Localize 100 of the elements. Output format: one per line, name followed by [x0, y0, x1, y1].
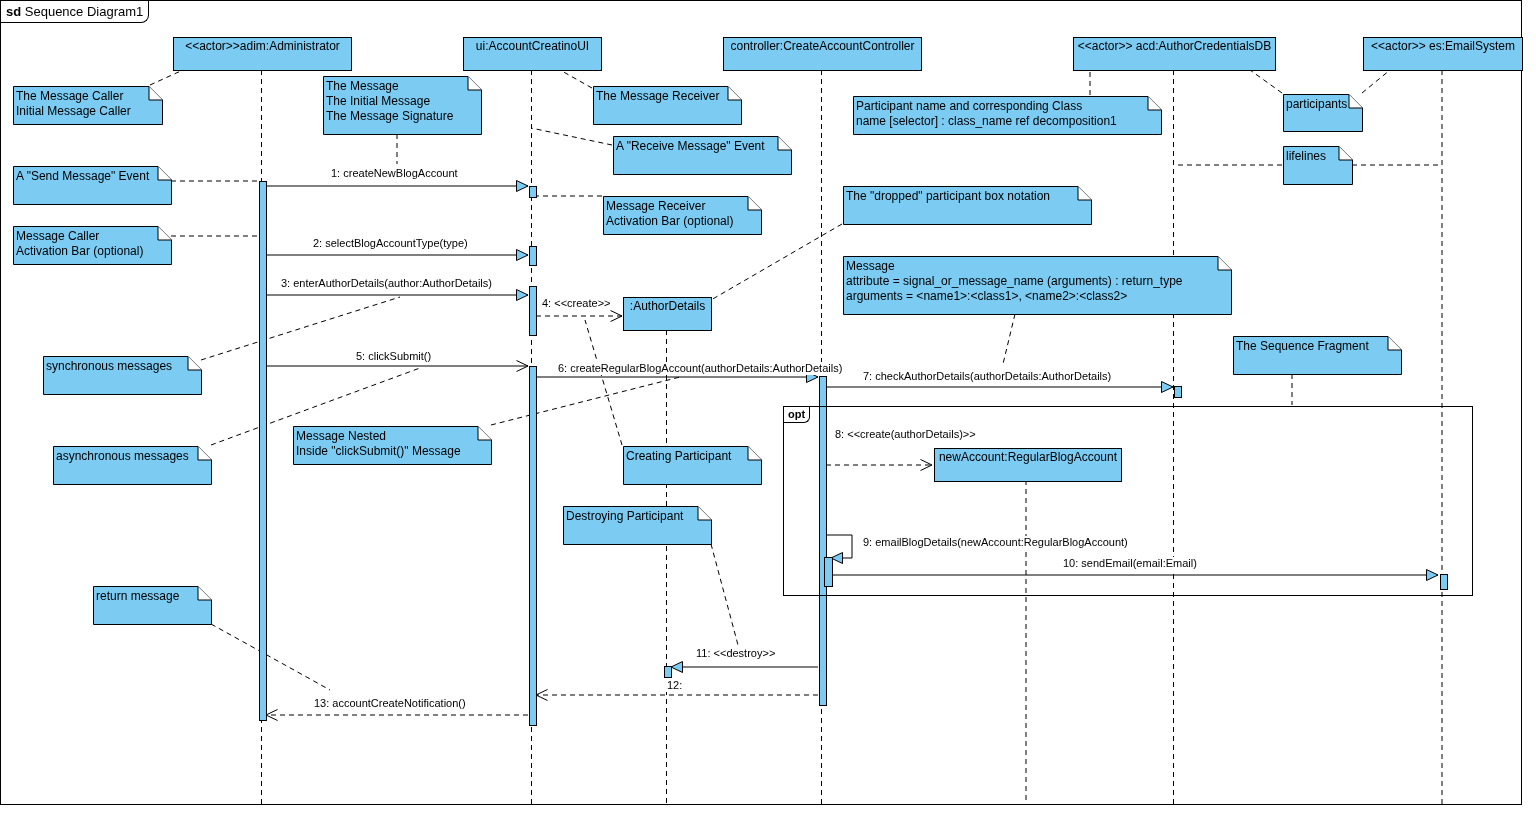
participant-box: [463, 37, 602, 71]
activation-bar: [259, 181, 267, 721]
note-text: asynchronous messages: [56, 449, 190, 464]
note-text: The Initial Message: [326, 94, 432, 109]
note-text: Message: [846, 259, 896, 274]
note: [603, 196, 762, 235]
leader-line: [1002, 313, 1016, 365]
note: [1283, 146, 1353, 185]
leader-line: [210, 367, 421, 446]
activation-bar: [1174, 386, 1182, 398]
note-text: Destroying Participant: [566, 509, 685, 524]
note: [293, 426, 492, 465]
activation-bar: [529, 246, 537, 266]
leader-line: [1089, 69, 1091, 96]
leader-line: [170, 235, 259, 237]
note-text: The Message Receiver: [596, 89, 721, 104]
message-arrow: [265, 709, 529, 721]
leader-line: [710, 543, 739, 646]
note-text: The Message Signature: [326, 109, 455, 124]
edge-label: 8: <<create(authorDetails)>>: [834, 428, 977, 441]
note-text: lifelines: [1286, 149, 1328, 164]
leader-line: [200, 296, 401, 361]
message-arrow: [825, 534, 853, 564]
edge-label: 10: sendEmail(email:Email): [1062, 557, 1198, 570]
edge-label: 3: enterAuthorDetails(author:AuthorDetails): [280, 277, 493, 290]
activation-bar: [529, 186, 537, 198]
activation-bar: [529, 366, 537, 726]
note-text: Creating Participant: [626, 449, 733, 464]
message-arrow: [265, 180, 529, 192]
participant-name: <<actor>> acd:AuthorCredentialsDB: [1076, 39, 1273, 53]
message-arrow: [265, 289, 529, 301]
note-text: A "Receive Message" Event: [616, 139, 766, 154]
note: [13, 226, 172, 265]
participant-box: [173, 37, 352, 71]
note-text: The Message: [326, 79, 400, 94]
note-text: Activation Bar (optional): [16, 244, 145, 259]
message-arrow: [825, 459, 933, 471]
edge-label: 2: selectBlogAccountType(type): [312, 237, 469, 250]
note-text: The "dropped" participant box notation: [846, 189, 1051, 204]
note: [623, 446, 762, 485]
leader-line: [396, 133, 398, 165]
edge-label: 4: <<create>>: [541, 297, 612, 310]
note: [1233, 336, 1402, 375]
note-text: synchronous messages: [46, 359, 174, 374]
edge-label: 11: <<destroy>>: [695, 647, 777, 660]
note: [563, 506, 712, 545]
note-text: A "Send Message" Event: [16, 169, 151, 184]
activation-bar: [819, 376, 827, 706]
leader-line: [1249, 69, 1283, 94]
note-text: Inside "clickSubmit()" Message: [296, 444, 462, 459]
note-text: The Message Caller: [16, 89, 125, 104]
activation-bar: [664, 666, 672, 678]
edge-label: 9: emailBlogDetails(newAccount:RegularBlogAccount): [862, 536, 1129, 549]
activation-bar: [1440, 574, 1448, 590]
frame-title: sd Sequence Diagram1: [1, 1, 150, 23]
note-text: Message Caller: [16, 229, 101, 244]
fragment-operator: opt: [784, 407, 811, 423]
note-text: name [selector] : class_name ref decomposition1: [856, 114, 1118, 129]
note-text: Activation Bar (optional): [606, 214, 735, 229]
note: [13, 86, 163, 125]
activation-bar: [529, 286, 537, 336]
message-arrow: [670, 661, 819, 673]
edge-label: 7: checkAuthorDetails(authorDetails:AuthorDetails): [862, 370, 1113, 383]
note: [1283, 94, 1363, 132]
note-text: Message Receiver: [606, 199, 707, 214]
note-text: The Sequence Fragment: [1236, 339, 1370, 354]
leader-line: [535, 195, 603, 197]
message-arrow: [830, 569, 1439, 581]
edge-label: 13: accountCreateNotification(): [313, 697, 467, 710]
note-text: Message Nested: [296, 429, 388, 444]
leader-line: [584, 319, 623, 446]
note-text: arguments = <name1>:<class1>, <name2>:<class2>: [846, 289, 1129, 304]
participant-name: ui:AccountCreatinoUI: [474, 39, 591, 53]
participant-box: [1073, 37, 1276, 71]
message-arrow: [265, 360, 529, 372]
note-text: Participant name and corresponding Class: [856, 99, 1084, 114]
note: [93, 586, 212, 625]
leader-line: [530, 127, 613, 146]
leader-line: [490, 376, 681, 426]
message-arrow: [535, 689, 819, 701]
message-arrow: [265, 249, 529, 261]
leader-line: [1291, 373, 1293, 406]
participant-box: [934, 448, 1122, 482]
leader-line: [1176, 164, 1283, 166]
leader-line: [710, 223, 843, 301]
participant-name: :AuthorDetails: [628, 299, 707, 313]
note: [43, 356, 202, 395]
participant-name: <<actor>>adim:Administrator: [184, 39, 341, 53]
note: [323, 76, 482, 135]
note-text: participants: [1286, 97, 1348, 112]
diagram-frame: [0, 0, 1522, 805]
note-text: return message: [96, 589, 181, 604]
edge-label: 5: clickSubmit(): [355, 350, 433, 363]
note: [843, 256, 1232, 315]
note-text: attribute = signal_or_message_name (arguments) : return_type: [846, 274, 1184, 289]
edge-label: 12:: [666, 679, 684, 692]
leader-line: [170, 180, 259, 182]
activation-bar: [824, 557, 833, 587]
participant-name: <<actor>> es:EmailSystem: [1369, 39, 1517, 53]
note: [13, 166, 172, 205]
